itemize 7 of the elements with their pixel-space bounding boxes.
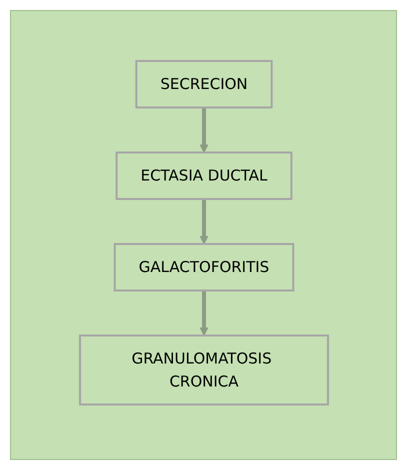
arrow <box>199 198 208 244</box>
node-box: GALACTOFORITIS <box>113 242 294 292</box>
arrow <box>199 107 208 153</box>
arrow <box>199 290 208 336</box>
node-box: SECRECION <box>134 60 272 108</box>
node-box: GRANULOMATOSIS CRONICA <box>78 334 328 406</box>
node-box: ECTASIA DUCTAL <box>115 151 292 200</box>
